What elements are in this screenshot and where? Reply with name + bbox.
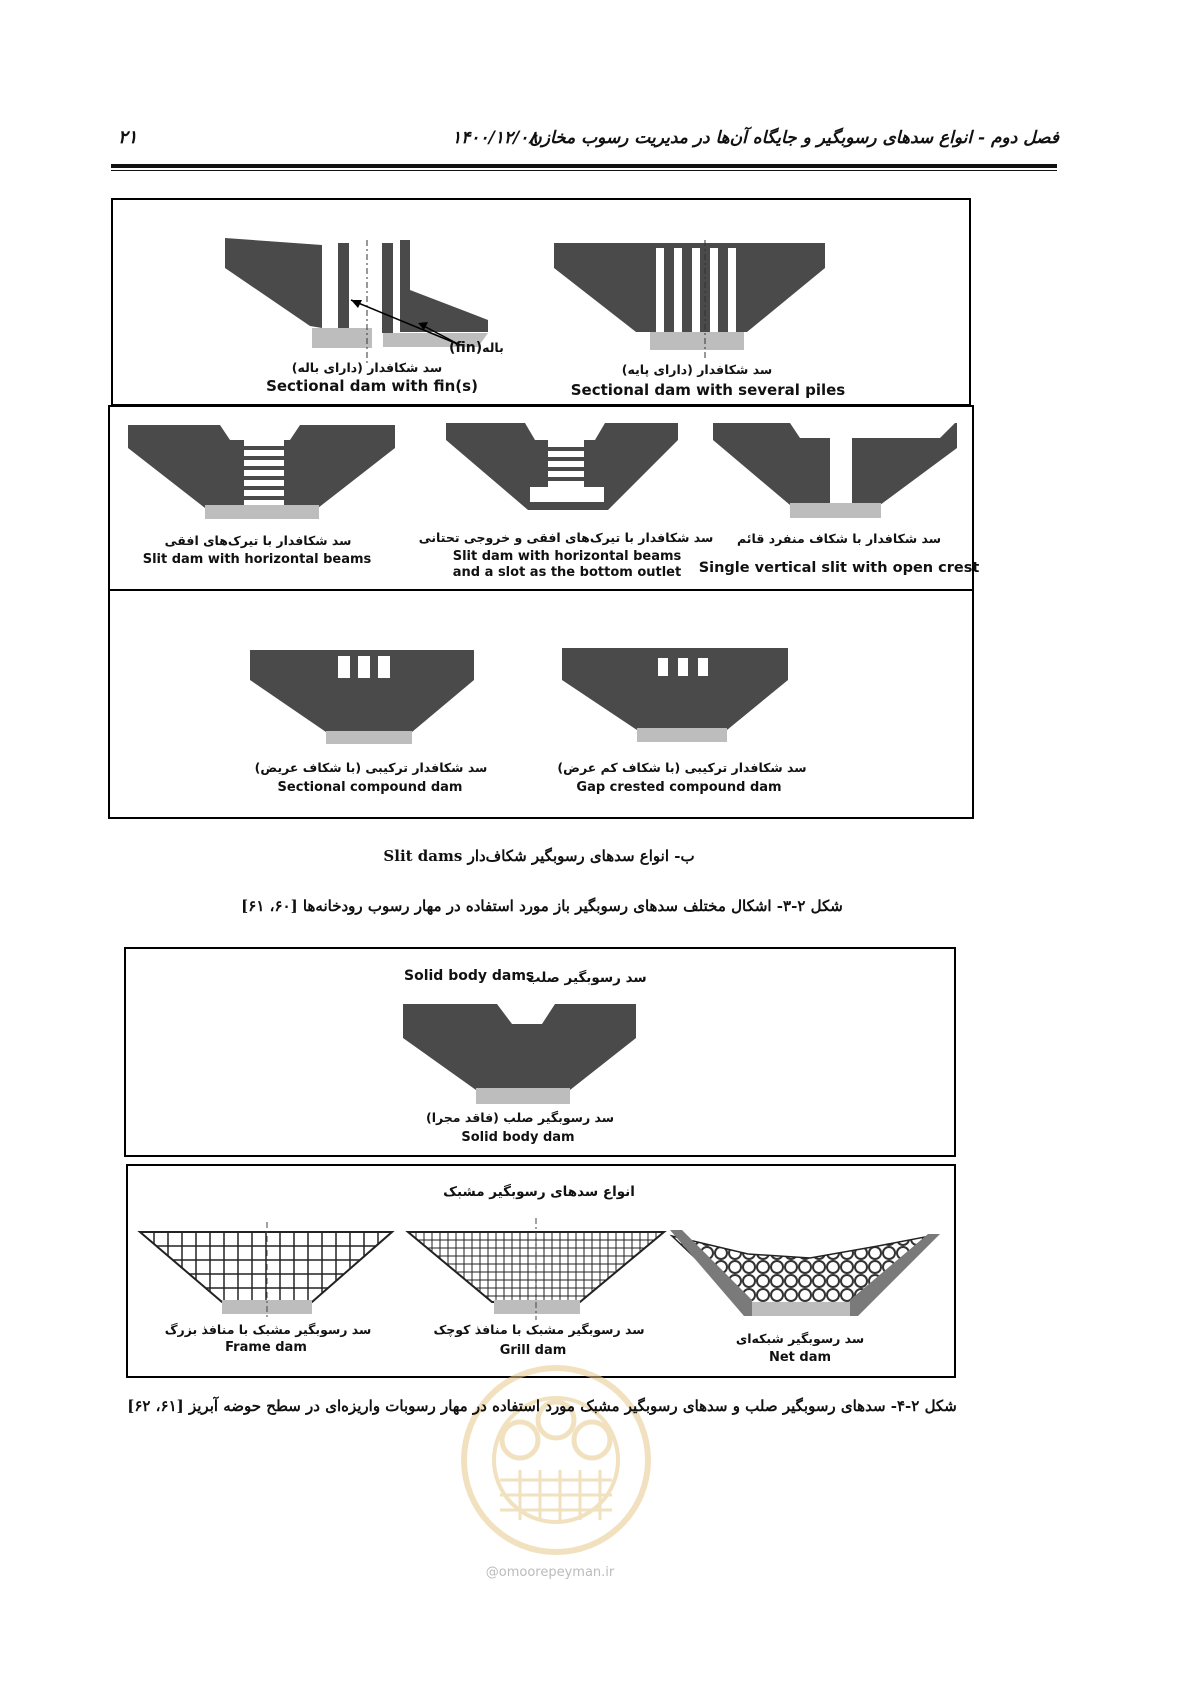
vertical-slit-drawing bbox=[713, 423, 957, 518]
figure4-caption: شکل ۲-۴- سدهای رسوبگیر صلب و سدهای رسوبگ… bbox=[127, 1397, 957, 1415]
beams-slot-label-en-1: Slit dam with horizontal beams bbox=[452, 549, 682, 564]
fin-label: باله(fin) bbox=[449, 340, 504, 356]
page-number: ۲۱ bbox=[118, 127, 138, 148]
net-dam-label-en: Net dam bbox=[768, 1350, 832, 1365]
watermark-seal bbox=[461, 1365, 651, 1555]
net-dam-drawing bbox=[669, 1230, 940, 1316]
horizontal-beams-label-fa: سد شکافدار با تیرک‌های افقی bbox=[164, 533, 352, 548]
solid-title-en: Solid body dams bbox=[404, 968, 535, 984]
figure3-caption: شکل ۲-۳- اشکال مختلف سدهای رسوبگیر باز م… bbox=[241, 897, 843, 915]
frame-dam-drawing bbox=[137, 1222, 395, 1320]
header-date: ۱۴۰۰/۱۲/۰۸ bbox=[452, 128, 538, 148]
piles-dam-label-en: Sectional dam with several piles bbox=[570, 381, 846, 399]
fin-dam-label-en: Sectional dam with fin(s) bbox=[266, 377, 478, 395]
frame-dam-label-fa: سد رسوبگیر مشبک با منافذ بزرگ bbox=[164, 1322, 372, 1337]
grill-dam-label-fa: سد رسوبگیر مشبک با منافذ کوچک bbox=[433, 1322, 645, 1337]
chapter-title: فصل دوم - انواع سدهای رسوبگیر و جایگاه آ… bbox=[529, 128, 1059, 148]
sub-caption: Slit dams ب- انواع سدهای رسوبگیر شکاف‌دا… bbox=[383, 847, 695, 865]
panel-slit-dams bbox=[108, 405, 974, 819]
solid-title-fa: سد رسوبگیر صلب bbox=[527, 970, 647, 986]
grid-dams-title: انواع سدهای رسوبگیر مشبک bbox=[443, 1184, 635, 1200]
grill-dam-drawing bbox=[405, 1218, 667, 1320]
solid-label-fa: سد رسوبگیر صلب (فاقد مجرا) bbox=[425, 1110, 615, 1125]
grill-dam-label-en: Grill dam bbox=[499, 1343, 567, 1358]
piles-dam-drawing bbox=[554, 240, 825, 360]
header-rule bbox=[111, 164, 1057, 168]
fin-dam-label-fa: سد شکافدار (دارای باله) bbox=[291, 360, 443, 375]
solid-label-en: Solid body dam bbox=[461, 1130, 575, 1145]
solid-body-drawing bbox=[403, 1004, 636, 1104]
sectional-compound-label-fa: سد شکافدار ترکیبی (با شکاف عریض) bbox=[254, 760, 488, 775]
gap-compound-drawing bbox=[562, 648, 788, 742]
fin-dam-drawing bbox=[225, 238, 488, 365]
horizontal-beams-label-en: Slit dam with horizontal beams bbox=[142, 552, 372, 567]
panel-divider bbox=[108, 589, 974, 591]
vertical-slit-label-en: Single vertical slit with open crest bbox=[698, 560, 980, 576]
header-rule-thin bbox=[111, 170, 1057, 171]
sectional-compound-drawing bbox=[250, 650, 474, 744]
beams-slot-drawing bbox=[446, 423, 678, 510]
piles-dam-label-fa: سد شکافدار (دارای پایه) bbox=[621, 362, 773, 377]
net-dam-label-fa: سد رسوبگیر شبکه‌ای bbox=[735, 1331, 865, 1346]
watermark-site: @omoorepeyman.ir bbox=[485, 1565, 615, 1580]
horizontal-beams-drawing bbox=[128, 425, 395, 519]
gap-compound-label-fa: سد شکافدار ترکیبی (با شکاف کم عرض) bbox=[557, 760, 807, 775]
beams-slot-label-fa: سد شکافدار با تیرک‌های افقی و خروجی تحتا… bbox=[418, 530, 714, 545]
sectional-compound-label-en: Sectional compound dam bbox=[277, 780, 463, 795]
vertical-slit-label-fa: سد شکافدار با شکاف منفرد قائم bbox=[737, 531, 941, 546]
gap-compound-label-en: Gap crested compound dam bbox=[576, 780, 782, 795]
beams-slot-label-en-2: and a slot as the bottom outlet bbox=[452, 565, 682, 580]
frame-dam-label-en: Frame dam bbox=[225, 1340, 307, 1355]
